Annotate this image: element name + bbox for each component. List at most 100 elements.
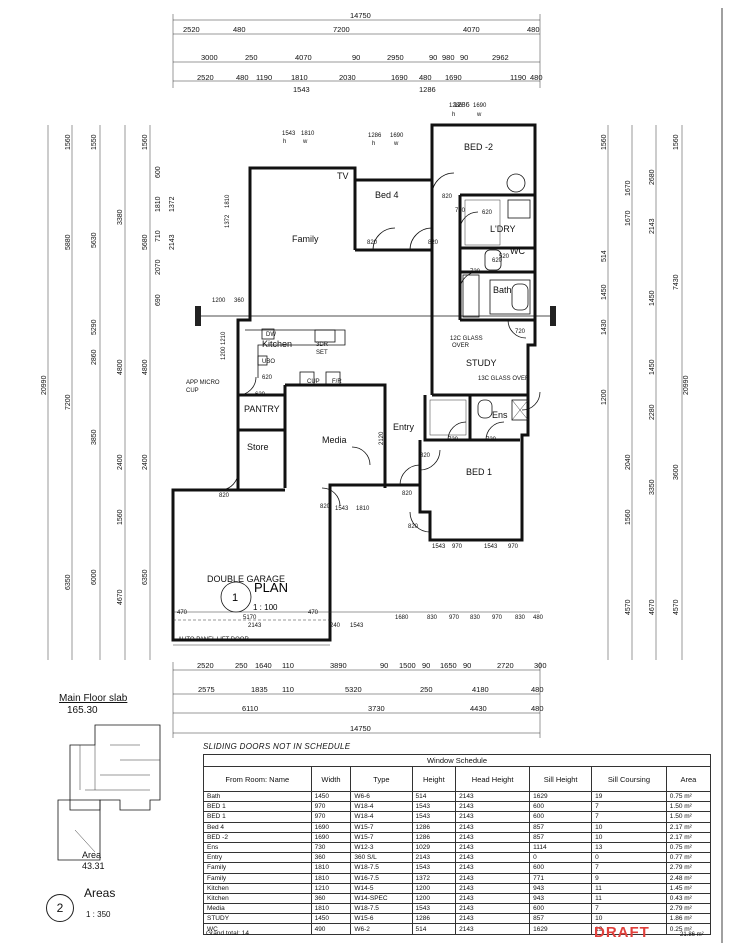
schedule-cell: 2.17 m² (665, 821, 712, 833)
room-tv: TV (337, 171, 349, 181)
bottom-dim: 480 (531, 685, 544, 694)
left-dim: 2400 (117, 454, 124, 470)
schedule-cell: Media (203, 903, 312, 915)
door-tag: 720 (455, 208, 466, 214)
garage-dim: 830 (470, 615, 481, 621)
schedule-cell: 970 (310, 811, 352, 823)
bottom-dim: 90 (422, 661, 430, 670)
top-row3-dim: 1810 (291, 73, 308, 82)
left-dim: 1560 (65, 134, 72, 150)
label-set: SET (316, 350, 328, 356)
schedule-cell: W6-6 (350, 790, 413, 803)
schedule-cell: 2143 (411, 852, 457, 864)
label-3dr: 3DR (316, 342, 329, 348)
schedule-cell: 1210 (310, 882, 352, 894)
right-dim: 1200 (601, 389, 608, 405)
overall-right-dim: 20990 (683, 375, 690, 395)
schedule-cell: BED 1 (203, 801, 312, 813)
fixtures (257, 173, 531, 436)
schedule-cell: 2143 (455, 831, 531, 843)
right-dim: 1560 (673, 134, 680, 150)
room-ens: Ens (492, 410, 508, 420)
drawing-title: PLAN (254, 580, 288, 595)
right-dimensions: 20990 1560 2680 7430 3600 4570 1670 2143… (601, 125, 690, 660)
window-tag: 1200 (212, 298, 226, 304)
window-tag: 1543 (335, 506, 349, 512)
right-dim: 1670 (625, 210, 632, 226)
left-dim: 5290 (91, 319, 98, 335)
left-dim: 4800 (117, 359, 124, 375)
bottom-dim: 2520 (197, 661, 214, 670)
label-cup: CUP (307, 379, 320, 385)
window-tags: 1543 1810 h w 1286 1690 h w 1286 1690 h … (212, 103, 519, 550)
top-row3-dim: 1690 (445, 73, 462, 82)
room-media: Media (322, 435, 347, 445)
area-value: 43.31 (82, 861, 105, 871)
bottom-dim: 1835 (251, 685, 268, 694)
garage-dim: 1543 (350, 623, 364, 629)
schedule-cell: 0 (529, 852, 593, 864)
window-tag: 970 (508, 544, 519, 550)
schedule-header-cell: Type (350, 766, 413, 792)
label-dw: DW (266, 332, 276, 338)
garage-dim: 240 (330, 623, 341, 629)
schedule-header-cell: Height (411, 766, 457, 792)
door-swings (221, 172, 541, 533)
schedule-cell: 943 (529, 892, 593, 905)
room-entry: Entry (393, 422, 415, 432)
right-dim: 1430 (601, 319, 608, 335)
left-dim: 5880 (65, 234, 72, 250)
schedule-cell: 10 (591, 831, 667, 843)
left-dim: 690 (155, 294, 162, 306)
left-dim: 3850 (91, 429, 98, 445)
top-row2-dim: 90 (352, 53, 360, 62)
bottom-dim: 1500 (399, 661, 416, 670)
door-tag: 620 (482, 210, 493, 216)
schedule-cell: 2143 (455, 903, 531, 915)
right-dim: 2040 (625, 454, 632, 470)
left-dim: 3380 (117, 209, 124, 225)
left-dim: 1550 (91, 134, 98, 150)
areas-view-number: 2 (46, 894, 74, 922)
window-tag: 1543 (282, 131, 296, 137)
sliding-doors-note: SLIDING DOORS NOT IN SCHEDULE (203, 742, 351, 751)
schedule-cell: 730 (310, 841, 352, 854)
schedule-cell: 11 (591, 892, 667, 905)
top-row3-dim: 480 (236, 73, 249, 82)
schedule-cell: 1543 (411, 811, 457, 823)
schedule-cell: 0 (591, 852, 667, 864)
schedule-cell: 514 (411, 790, 457, 803)
schedule-cell: 1114 (529, 841, 593, 854)
window-tag: 1286 (449, 103, 463, 109)
door-tag: 820 (442, 194, 453, 200)
garage-dim: 830 (515, 615, 526, 621)
room-wc: WC (510, 246, 525, 256)
bottom-dim: 250 (420, 685, 433, 694)
room-bath: Bath (493, 285, 512, 295)
room-family: Family (292, 234, 319, 244)
garage-dim: 830 (427, 615, 438, 621)
top-row1-dim: 4070 (463, 25, 480, 34)
garage-dim: 470 (177, 610, 188, 616)
schedule-header-cell: Sill Coursing (591, 766, 667, 792)
areas-title: Areas (84, 886, 116, 900)
drawing-scale: 1 : 100 (253, 603, 278, 612)
left-dim: 600 (155, 166, 162, 178)
garage-dim: 480 (533, 615, 544, 621)
schedule-cell: 1543 (411, 862, 457, 874)
room-bed4: Bed 4 (375, 190, 399, 200)
window-tag: 1286 (368, 133, 382, 139)
schedule-cell: 0.77 m² (665, 852, 712, 864)
door-tag: 720 (470, 269, 481, 275)
right-dim: 1560 (625, 509, 632, 525)
schedule-cell: 857 (529, 913, 593, 925)
label-app-micro: APP MICRO (186, 380, 220, 386)
schedule-cell: W14-SPEC (350, 892, 413, 905)
